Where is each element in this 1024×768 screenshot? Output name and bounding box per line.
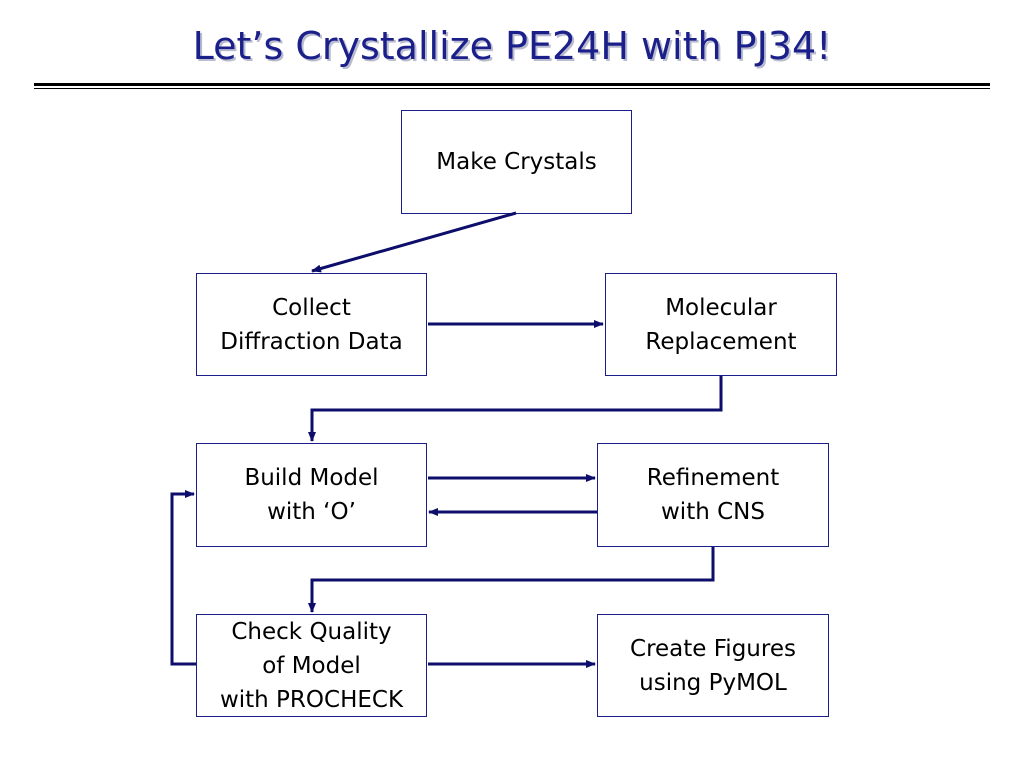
node-collect-diffraction-data: Collect Diffraction Data <box>196 273 427 376</box>
node-collect-line-1: Collect <box>272 294 351 321</box>
node-make-crystals: Make Crystals <box>401 110 632 214</box>
node-molecular-line-2: Replacement <box>645 328 797 355</box>
node-refinement-line-2: with CNS <box>661 499 765 525</box>
arrow-refinement-to-check <box>308 547 715 613</box>
node-refinement-line-1: Refinement <box>646 465 780 491</box>
arrow-molecular-to-build <box>308 376 723 442</box>
node-molecular-line-1: Molecular <box>665 294 777 321</box>
node-create-figures-line-2: using PyMOL <box>639 669 787 696</box>
title-divider-thick <box>34 83 990 86</box>
node-build-model-line-2: with ‘O’ <box>267 499 356 525</box>
node-build-model-line-1: Build Model <box>244 465 379 491</box>
node-make-crystals-line-1: Make Crystals <box>436 149 597 175</box>
node-create-figures: Create Figures using PyMOL <box>597 614 829 717</box>
node-check-quality-line-3: with PROCHECK <box>219 686 404 713</box>
node-molecular-replacement: Molecular Replacement <box>605 273 837 376</box>
node-refinement: Refinement with CNS <box>597 443 829 547</box>
slide-title: Let’s Crystallize PE24H with PJ34! <box>192 24 832 68</box>
arrow-crystals-to-collect <box>311 211 517 273</box>
node-build-model: Build Model with ‘O’ <box>196 443 427 547</box>
node-check-quality-line-2: of Model <box>262 652 361 679</box>
title-divider-thin <box>34 88 990 89</box>
node-collect-line-2: Diffraction Data <box>220 328 403 355</box>
node-create-figures-line-1: Create Figures <box>630 635 796 662</box>
node-check-quality: Check Quality of Model with PROCHECK <box>196 614 427 717</box>
node-check-quality-line-1: Check Quality <box>231 618 392 645</box>
arrow-check-to-build-loop <box>170 490 196 666</box>
